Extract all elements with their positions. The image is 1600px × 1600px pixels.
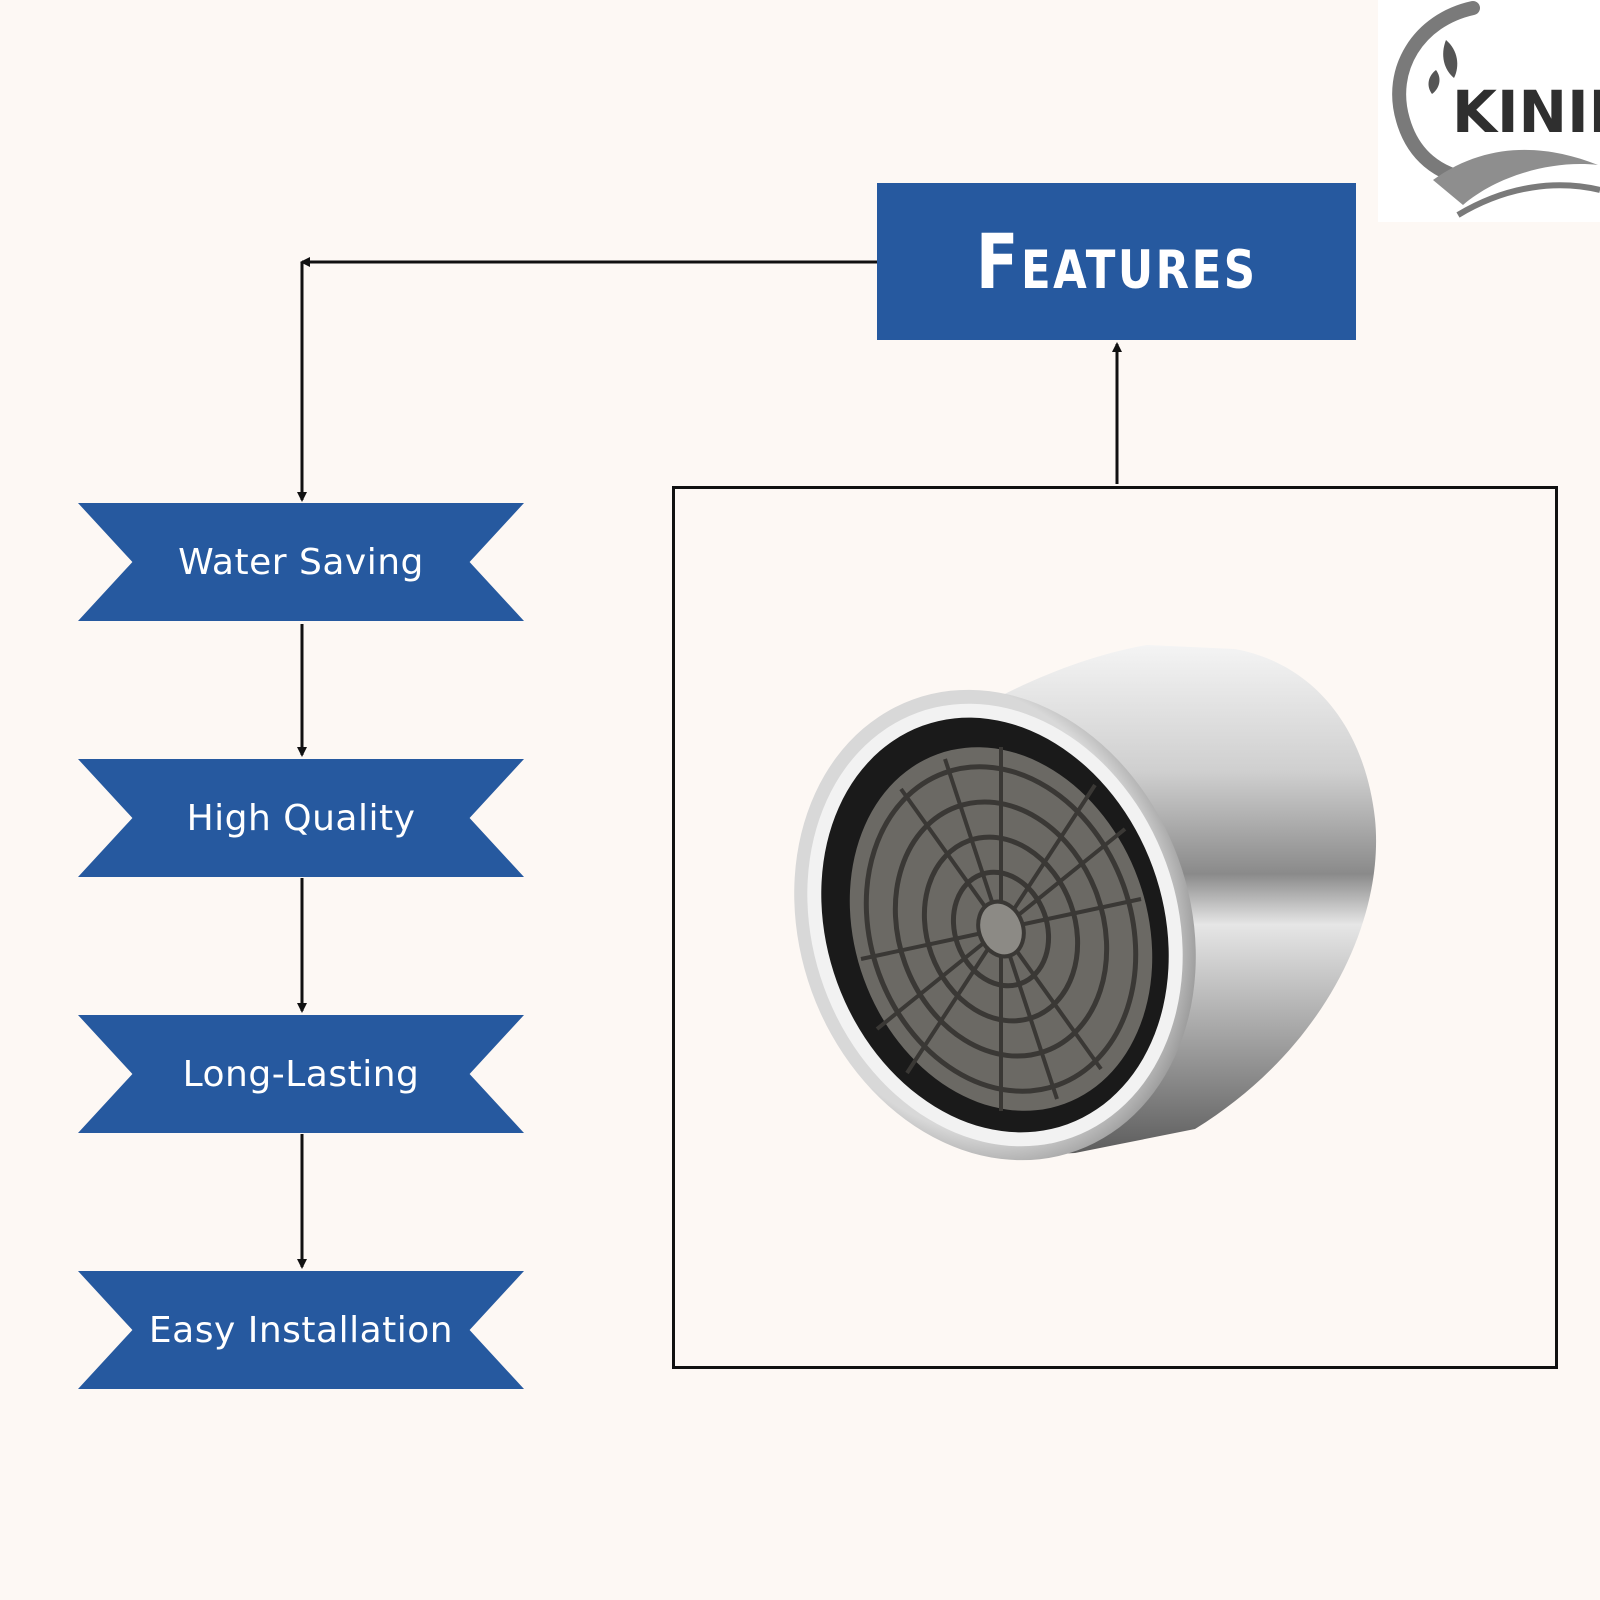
feature-ribbon-water-saving: Water Saving: [78, 503, 524, 621]
faucet-aerator-icon: [794, 645, 1377, 1161]
feature-label: Water Saving: [178, 541, 424, 583]
kinik-logo: KINIK: [1378, 0, 1600, 222]
features-header-box: Features: [877, 183, 1356, 340]
product-photo-frame: [672, 486, 1558, 1369]
features-title: Features: [975, 217, 1258, 306]
feature-ribbon-easy-installation: Easy Installation: [78, 1271, 524, 1389]
leaf-swoosh-logo-icon: KINIK: [1392, 1, 1600, 218]
logo-text: KINIK: [1452, 78, 1600, 146]
feature-ribbon-high-quality: High Quality: [78, 759, 524, 877]
feature-label: High Quality: [186, 797, 416, 839]
feature-label: Long-Lasting: [182, 1053, 420, 1095]
feature-ribbon-long-lasting: Long-Lasting: [78, 1015, 524, 1133]
feature-label: Easy Installation: [148, 1309, 454, 1351]
